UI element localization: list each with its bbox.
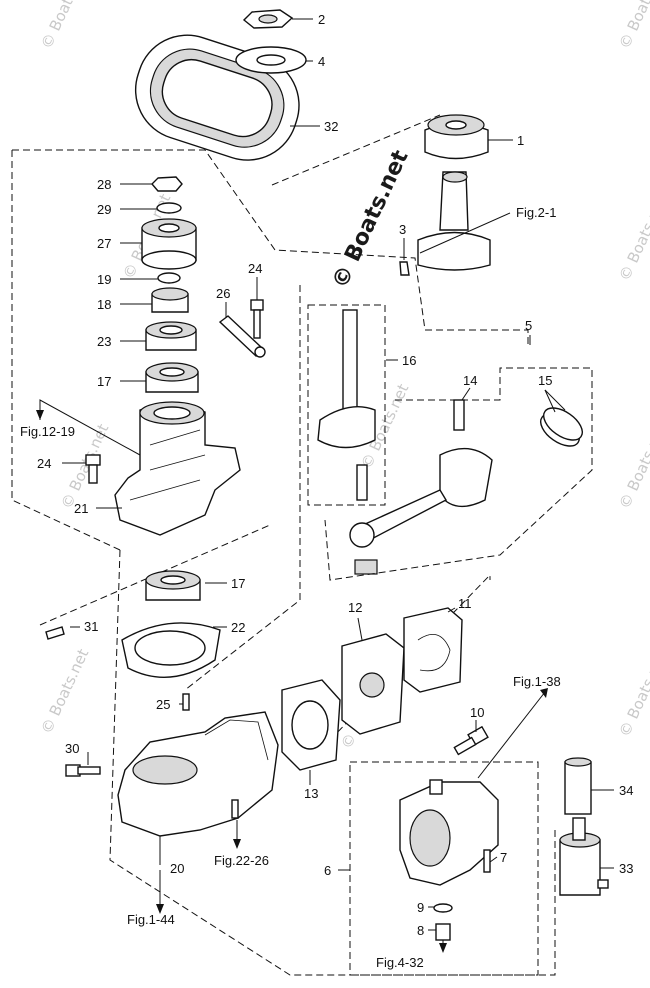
pump-box	[349, 761, 539, 976]
key-3	[399, 261, 410, 276]
washer-29	[156, 202, 182, 214]
callout-16: 16	[402, 353, 416, 368]
nut-28	[151, 176, 183, 192]
watermark-center-right: © Boats.net	[615, 421, 650, 512]
upper-housing-21	[114, 401, 241, 536]
crank-16	[317, 309, 376, 501]
sleeve-34	[564, 757, 592, 815]
plug-8	[435, 923, 451, 941]
callout-30: 30	[65, 741, 79, 756]
callout-24-upper: 24	[248, 261, 262, 276]
fig-ref-2-1: Fig.2-1	[516, 205, 556, 220]
pump-body-6	[399, 779, 499, 886]
callout-29: 29	[97, 202, 111, 217]
crankshaft-top	[417, 171, 491, 271]
pin-31	[45, 626, 65, 640]
fig-ref-12-19: Fig.12-19	[20, 424, 75, 439]
gasket-13	[281, 679, 341, 771]
pin-25	[182, 693, 190, 711]
callout-20: 20	[170, 861, 184, 876]
callout-32: 32	[324, 119, 338, 134]
bolt-24-upper	[250, 299, 264, 339]
watermark-mid-right: © Boats.net	[615, 193, 650, 284]
pulley-1	[424, 114, 489, 160]
callout-21: 21	[74, 501, 88, 516]
bolt-30	[65, 764, 101, 777]
bearing-17-lower	[145, 570, 201, 601]
sprocket-27	[141, 218, 197, 270]
callout-13: 13	[304, 786, 318, 801]
fig-ref-4-32: Fig.4-32	[376, 955, 424, 970]
callout-7: 7	[500, 850, 507, 865]
piston-assembly	[349, 447, 493, 575]
callout-5: 5	[525, 318, 532, 333]
fig-ref-1-44: Fig.1-44	[127, 912, 175, 927]
gasket-11	[403, 607, 463, 693]
callout-19: 19	[97, 272, 111, 287]
shaft-16-box	[307, 304, 386, 506]
leader-lines	[62, 18, 614, 931]
figure-reference-labels: Fig.2-1 Fig.12-19 Fig.1-38 Fig.22-26 Fig…	[20, 205, 561, 970]
watermark-low-left: © Boats.net	[37, 646, 92, 737]
lower-housing-20	[117, 711, 279, 837]
callout-8: 8	[417, 923, 424, 938]
callout-11: 11	[458, 596, 472, 611]
bolt-24-lower	[85, 454, 101, 484]
bolt-10	[453, 725, 489, 756]
watermark-low-right: © Boats.net	[615, 649, 650, 740]
fig-ref-1-38: Fig.1-38	[513, 674, 561, 689]
callout-6: 6	[324, 863, 331, 878]
callout-15: 15	[538, 373, 552, 388]
callout-33: 33	[619, 861, 633, 876]
figure-arrows	[36, 399, 548, 953]
callout-9: 9	[417, 900, 424, 915]
callout-10: 10	[470, 705, 484, 720]
callout-1: 1	[517, 133, 524, 148]
piston-box	[324, 367, 593, 581]
bearing-17-upper	[145, 362, 199, 393]
callout-18: 18	[97, 297, 111, 312]
callout-17-upper: 17	[97, 374, 111, 389]
pin-14	[453, 399, 465, 431]
callout-4: 4	[318, 54, 325, 69]
callout-12: 12	[348, 600, 362, 615]
plate-12	[341, 633, 405, 735]
callout-22: 22	[231, 620, 245, 635]
callout-23: 23	[97, 334, 111, 349]
callout-28: 28	[97, 177, 111, 192]
bushing-18	[151, 287, 189, 313]
fig-ref-22-26: Fig.22-26	[214, 853, 269, 868]
watermark-top-right: © Boats.net	[615, 0, 650, 52]
callout-3: 3	[399, 222, 406, 237]
filter-33	[559, 817, 609, 896]
watermark-top-left: © Boats.net	[37, 0, 92, 52]
callout-27: 27	[97, 236, 111, 251]
callout-34: 34	[619, 783, 633, 798]
clip-26	[218, 315, 266, 358]
washer-9	[433, 903, 453, 913]
callout-31: 31	[84, 619, 98, 634]
callout-26: 26	[216, 286, 230, 301]
rings-15	[540, 407, 583, 447]
callout-14: 14	[463, 373, 477, 388]
callout-2: 2	[318, 12, 325, 27]
nut-2	[242, 9, 294, 29]
timing-belt-32	[134, 34, 300, 161]
gasket-22	[121, 622, 221, 678]
seal-23	[145, 321, 197, 351]
callout-24-lower: 24	[37, 456, 51, 471]
washer-4	[235, 46, 307, 74]
callout-17-lower: 17	[231, 576, 245, 591]
o-ring-19	[157, 272, 181, 284]
callout-25: 25	[156, 697, 170, 712]
callout-labels: 2 4 32 1 3 28 29 27 24 19 26 18 23 5 16 …	[37, 12, 633, 938]
